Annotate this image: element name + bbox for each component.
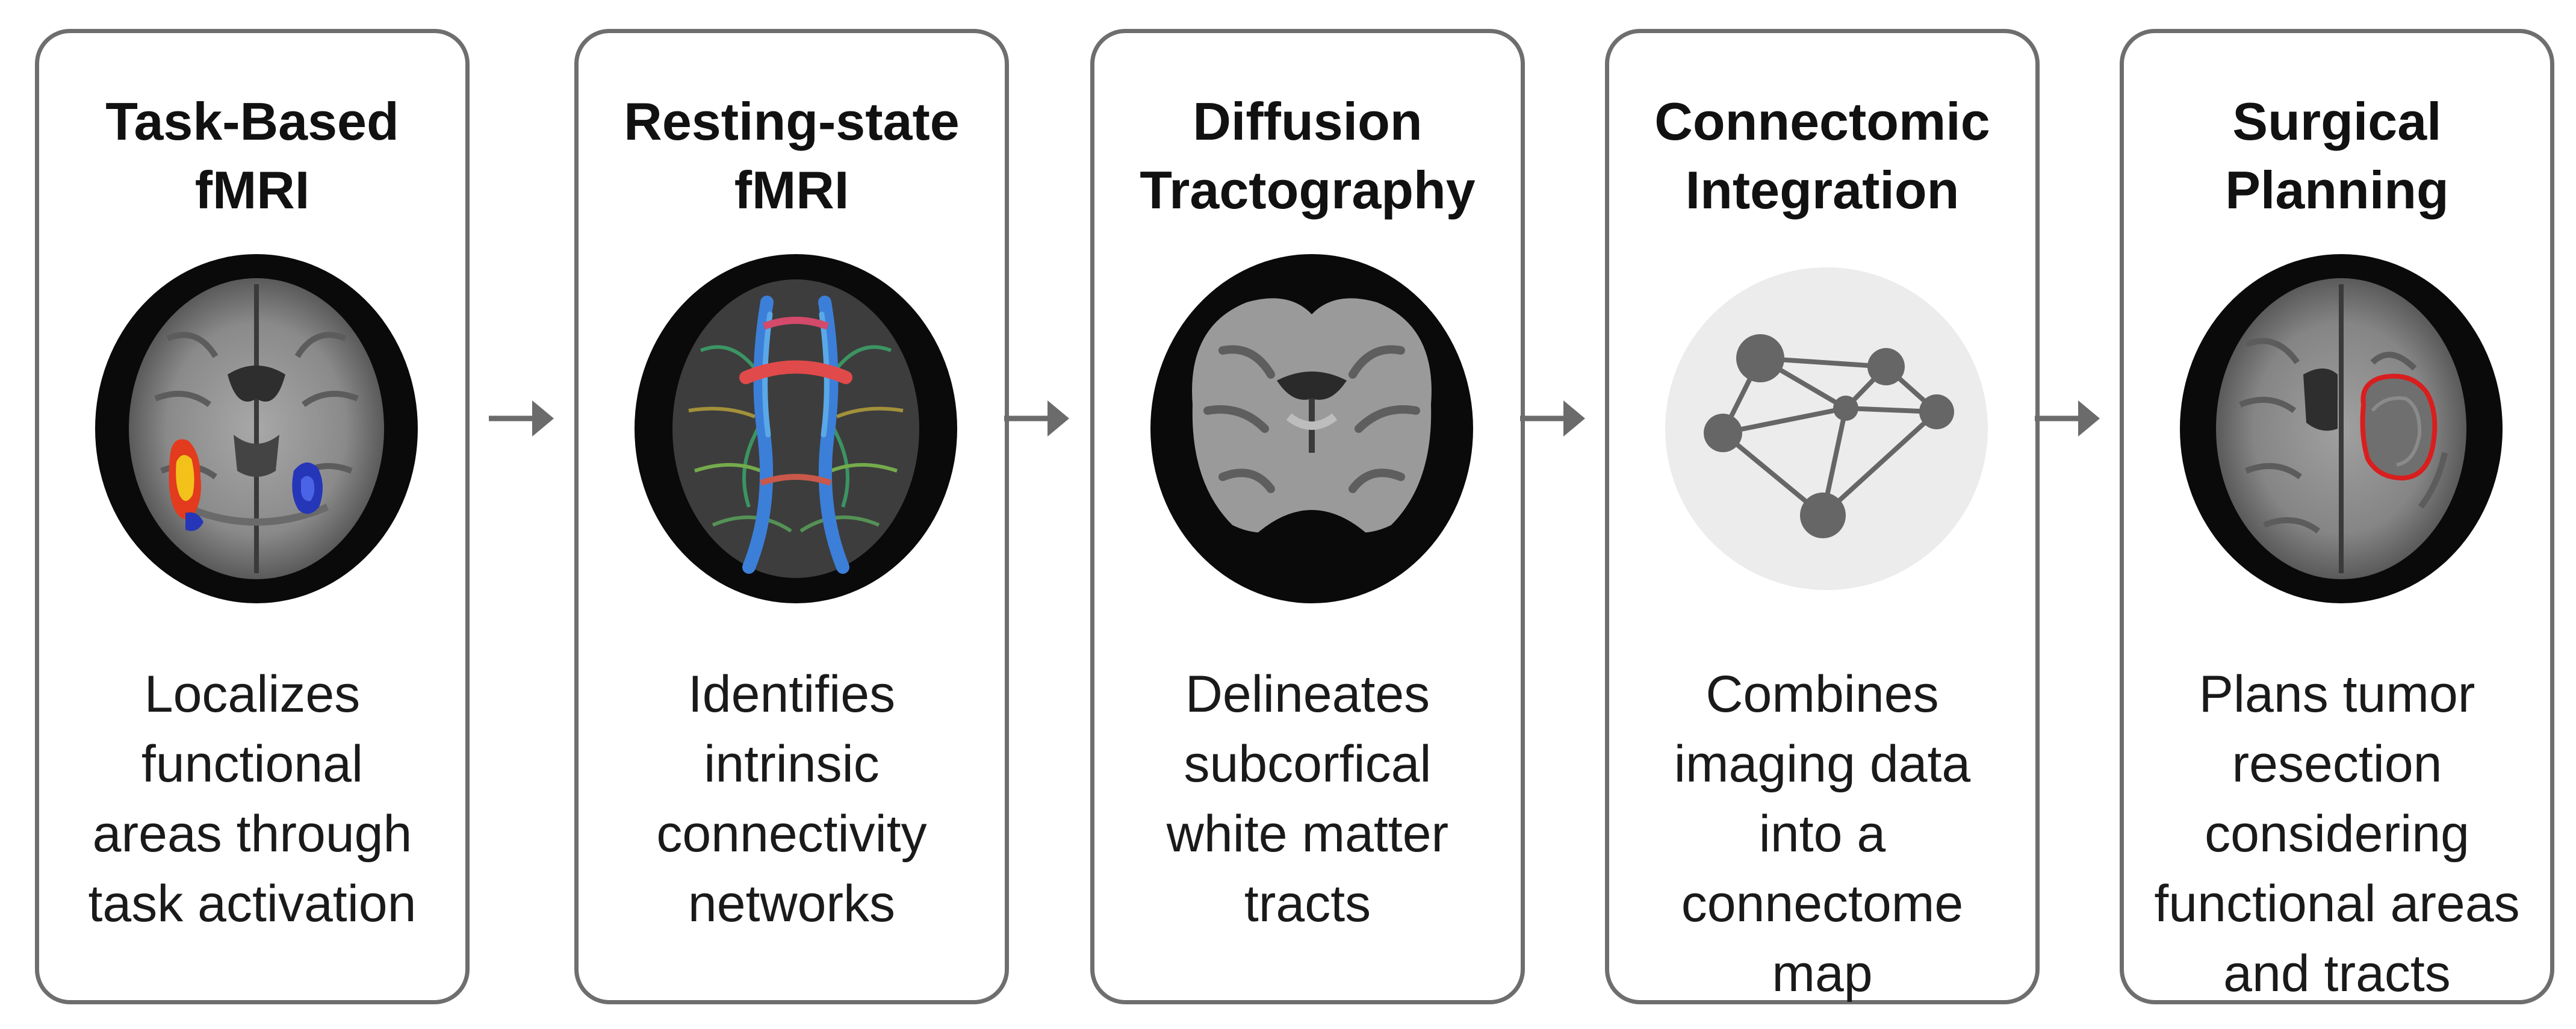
arrow-right-icon (489, 385, 555, 452)
step-title: Resting-state fMRI (624, 92, 960, 220)
step-description: Localizes functional areas through task … (88, 665, 417, 933)
arrow-right-icon (2035, 385, 2101, 452)
step-description: Combines imaging data into a connectome … (1674, 665, 1971, 1003)
brain-connectivity-icon (635, 254, 957, 603)
brain-tumor-outline-icon (2180, 254, 2503, 603)
arrow-right-icon (1520, 385, 1586, 452)
brain-white-matter-icon (1150, 254, 1473, 603)
step-title: Surgical Planning (2225, 92, 2449, 220)
step-description: Delineates subcorfical white matter trac… (1166, 665, 1449, 933)
step-title: Task-Based fMRI (105, 92, 399, 220)
brain-activation-icon (95, 254, 418, 603)
step-card-resting-fmri: Resting-state fMRI (574, 29, 1009, 1004)
step-card-task-fmri: Task-Based fMRI (35, 29, 470, 1004)
arrow-right-icon (1004, 385, 1070, 452)
step-title: Diffusion Tractography (1140, 92, 1476, 220)
step-card-surgical-planning: Surgical Planning Pla (2120, 29, 2554, 1004)
step-title: Connectomic Integration (1654, 92, 1990, 220)
step-card-connectomic-integration: Connectomic Integration (1605, 29, 2040, 1004)
network-graph-icon (1665, 254, 1988, 603)
step-card-diffusion-tractography: Diffusion Tractography Delineates (1090, 29, 1525, 1004)
step-description: Identifies intrinsic connectivity networ… (656, 665, 927, 933)
step-description: Plans tumor resection considering functi… (2154, 665, 2520, 1003)
